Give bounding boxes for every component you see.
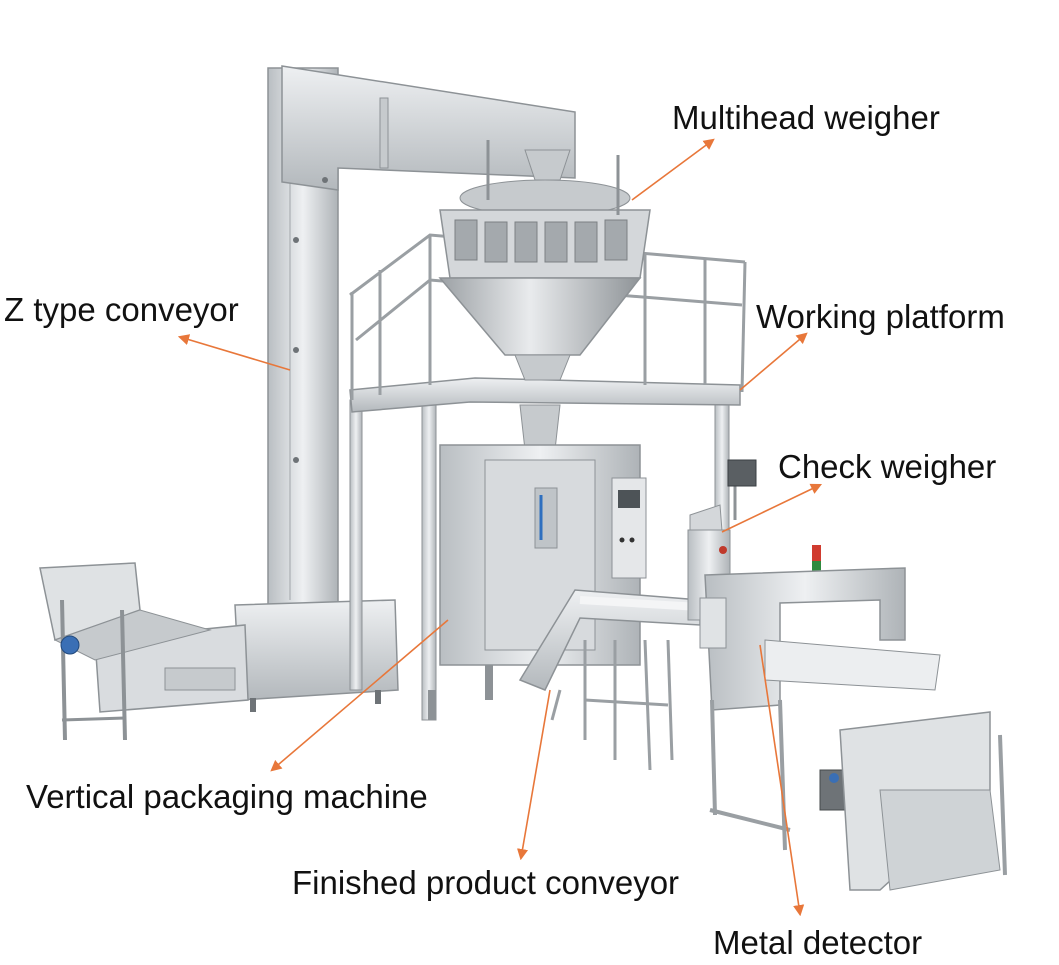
multihead-weigher [438,140,651,381]
arrow-icon [631,138,715,201]
label-vertical-packaging-machine: Vertical packaging machine [26,778,428,815]
metal-detector [699,545,1007,891]
callout-arrows [177,138,823,917]
arrow-icon [721,483,823,533]
arrow-icon [177,334,291,371]
arrow-icon [759,644,805,917]
label-metal-detector: Metal detector [713,924,923,961]
label-check-weigher: Check weigher [778,448,997,485]
screen-icon [727,459,757,487]
label-working-platform: Working platform [756,298,1005,335]
arrow-icon [739,332,808,391]
arrow-icon [270,619,449,772]
vertical-packaging-machine [428,404,647,720]
arrow-icon [517,689,551,861]
screen-icon [618,490,640,508]
label-z-type-conveyor: Z type conveyor [4,291,239,328]
label-finished-product-conveyor: Finished product conveyor [292,864,680,901]
label-multihead-weigher: Multihead weigher [672,99,940,136]
alarm-light-icon [812,545,821,561]
